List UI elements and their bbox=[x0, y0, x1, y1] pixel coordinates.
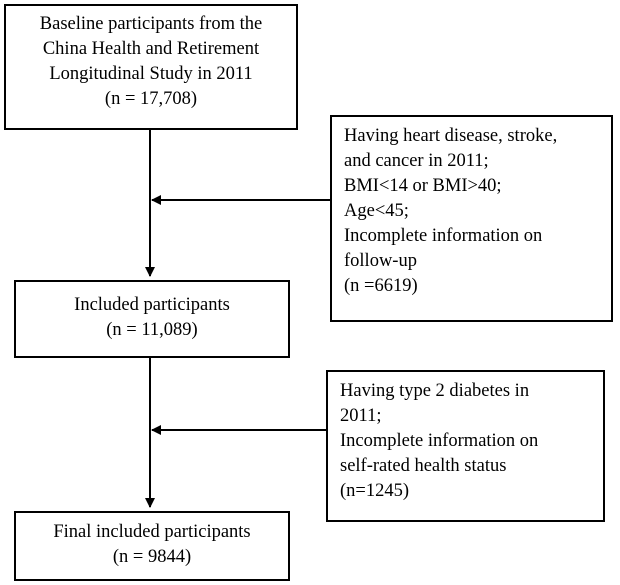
exclusion2-count: (n=1245) bbox=[340, 481, 410, 501]
exclusion1-line-2: and cancer in 2011; bbox=[344, 151, 489, 171]
exclusion1-line-4: Age<45; bbox=[344, 201, 409, 221]
exclusion2-line-2: 2011; bbox=[340, 406, 382, 426]
exclusion1-line-1: Having heart disease, stroke, bbox=[344, 126, 558, 146]
baseline-line-1: Baseline participants from the bbox=[39, 14, 263, 34]
final-box: Final included participants (n = 9844) bbox=[14, 511, 290, 581]
baseline-count: (n = 17,708) bbox=[104, 89, 198, 109]
final-count: (n = 9844) bbox=[112, 547, 192, 567]
baseline-line-2: China Health and Retirement bbox=[42, 39, 260, 59]
exclusion2-line-1: Having type 2 diabetes in bbox=[340, 381, 530, 401]
exclusion2-line-4: self-rated health status bbox=[340, 456, 507, 476]
exclusion1-count: (n =6619) bbox=[344, 276, 418, 296]
included-box: Included participants (n = 11,089) bbox=[14, 280, 290, 358]
included-label: Included participants bbox=[74, 295, 230, 315]
included-count: (n = 11,089) bbox=[106, 320, 198, 340]
exclusion1-line-6: follow-up bbox=[344, 251, 417, 271]
final-label: Final included participants bbox=[53, 522, 251, 542]
baseline-line-3: Longitudinal Study in 2011 bbox=[49, 64, 253, 84]
exclusion1-line-3: BMI<14 or BMI>40; bbox=[344, 176, 502, 196]
exclusion-box-2: Having type 2 diabetes in 2011; Incomple… bbox=[326, 370, 605, 522]
exclusion1-line-5: Incomplete information on bbox=[344, 226, 543, 246]
exclusion2-line-3: Incomplete information on bbox=[340, 431, 539, 451]
baseline-box: Baseline participants from the China Hea… bbox=[4, 4, 298, 130]
exclusion-box-1: Having heart disease, stroke, and cancer… bbox=[330, 115, 613, 322]
